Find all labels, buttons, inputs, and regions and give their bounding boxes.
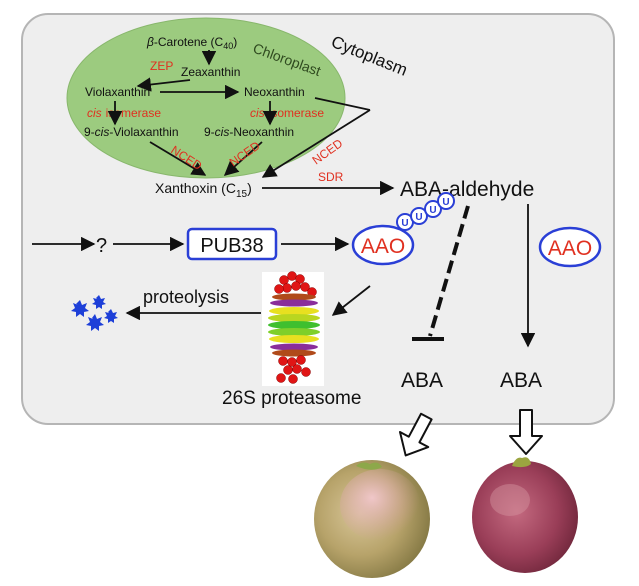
- aao-to-proteasome-arrow: [331, 285, 371, 316]
- nced-arrow-neoxanthin: [223, 141, 263, 176]
- proteasome-core: [268, 307, 320, 343]
- zeaxanthin-to-violaxanthin-arrow: [136, 77, 191, 92]
- xanthoxin-text: Xanthoxin (C: [155, 180, 236, 196]
- cis-text: cis: [87, 106, 102, 120]
- violaxanthin-label: Violaxanthin: [85, 85, 150, 99]
- cis-isomerase-left: cis isomerase: [87, 106, 161, 120]
- proteasome-label: 26S proteasome: [222, 388, 361, 409]
- beta-carotene-label: β-Carotene (C40): [146, 35, 237, 51]
- ubiquitin-1-label: U: [401, 218, 408, 229]
- nced-arrow-violaxanthin: [149, 141, 207, 176]
- pub38-box: [186, 227, 278, 261]
- hollow-arrow-left: [398, 412, 433, 457]
- aao-ubiquitinated-label: AAO: [361, 235, 405, 258]
- ubiquitin-4-label: U: [442, 197, 449, 208]
- isomerase-text: isomerase: [269, 106, 325, 120]
- ubiquitin-3: [424, 200, 442, 218]
- beta-carotene-paren: ): [233, 35, 237, 49]
- neoxanthin-label: Neoxanthin: [244, 85, 305, 99]
- fragment-1: [71, 300, 89, 317]
- cis-text: cis: [250, 106, 265, 120]
- hollow-arrow-right: [509, 409, 543, 455]
- fruit-high-aba: [472, 457, 578, 573]
- fragment-3: [86, 314, 104, 331]
- ubiquitin-4: [437, 192, 455, 210]
- unknown-factor-label: ?: [96, 235, 107, 257]
- fragment-4: [104, 309, 118, 323]
- neoxanthin-suffix: -Neoxanthin: [229, 125, 294, 139]
- nced-arrow-direct-a: [314, 97, 371, 111]
- chloroplast-ellipse: [66, 17, 346, 179]
- proteasome-cap-top: [274, 271, 317, 297]
- inhibited-conversion-line: [428, 205, 470, 337]
- ubiquitin-3-label: U: [429, 205, 436, 216]
- aao-ubiquitinated-oval: [351, 224, 415, 266]
- aao-free-oval: [538, 226, 602, 268]
- cis-isomerase-right: cis isomerase: [250, 106, 324, 120]
- isomerase-text: isomerase: [106, 106, 162, 120]
- beta-carotene-subscript: 40: [223, 41, 233, 51]
- nine-prefix: 9-: [204, 125, 215, 139]
- zep-enzyme: ZEP: [150, 59, 173, 73]
- cis-text: cis: [95, 125, 110, 139]
- xanthoxin-paren: ): [247, 180, 252, 196]
- proteasome-cap-bottom: [276, 355, 311, 384]
- zeaxanthin-label: Zeaxanthin: [181, 65, 240, 79]
- proteasome-cap-rings: [270, 293, 318, 307]
- cis-text: cis: [215, 125, 230, 139]
- beta-symbol: β: [146, 35, 154, 49]
- xanthoxin-subscript: 15: [236, 189, 248, 200]
- aba-reduced-label: ABA: [401, 369, 443, 392]
- aba-normal-label: ABA: [500, 369, 542, 392]
- ubiquitin-2: [410, 207, 428, 225]
- nced-arrow-direct-b: [261, 109, 371, 178]
- beta-carotene-text: -Carotene (C: [154, 35, 224, 49]
- ubiquitin-chain: U U U U: [396, 192, 455, 231]
- sdr-enzyme: SDR: [318, 170, 344, 184]
- fragment-2: [92, 295, 106, 309]
- aao-free-label: AAO: [548, 237, 592, 260]
- proteolysis-label: proteolysis: [143, 287, 229, 307]
- cis-neoxanthin-label: 9-cis-Neoxanthin: [204, 125, 294, 139]
- proteasome-26s: [262, 271, 324, 386]
- pub38-label: PUB38: [200, 235, 263, 257]
- proteasome-cap-rings-bottom: [270, 343, 318, 357]
- cis-violaxanthin-label: 9-cis-Violaxanthin: [84, 125, 179, 139]
- aba-aldehyde-label: ABA-aldehyde: [400, 178, 534, 201]
- violaxanthin-suffix: -Violaxanthin: [109, 125, 178, 139]
- ubiquitin-2-label: U: [415, 212, 422, 223]
- nine-prefix: 9-: [84, 125, 95, 139]
- xanthoxin-label: Xanthoxin (C15): [155, 180, 252, 200]
- peptide-fragments: [71, 295, 118, 331]
- fruit-low-aba: [314, 460, 430, 578]
